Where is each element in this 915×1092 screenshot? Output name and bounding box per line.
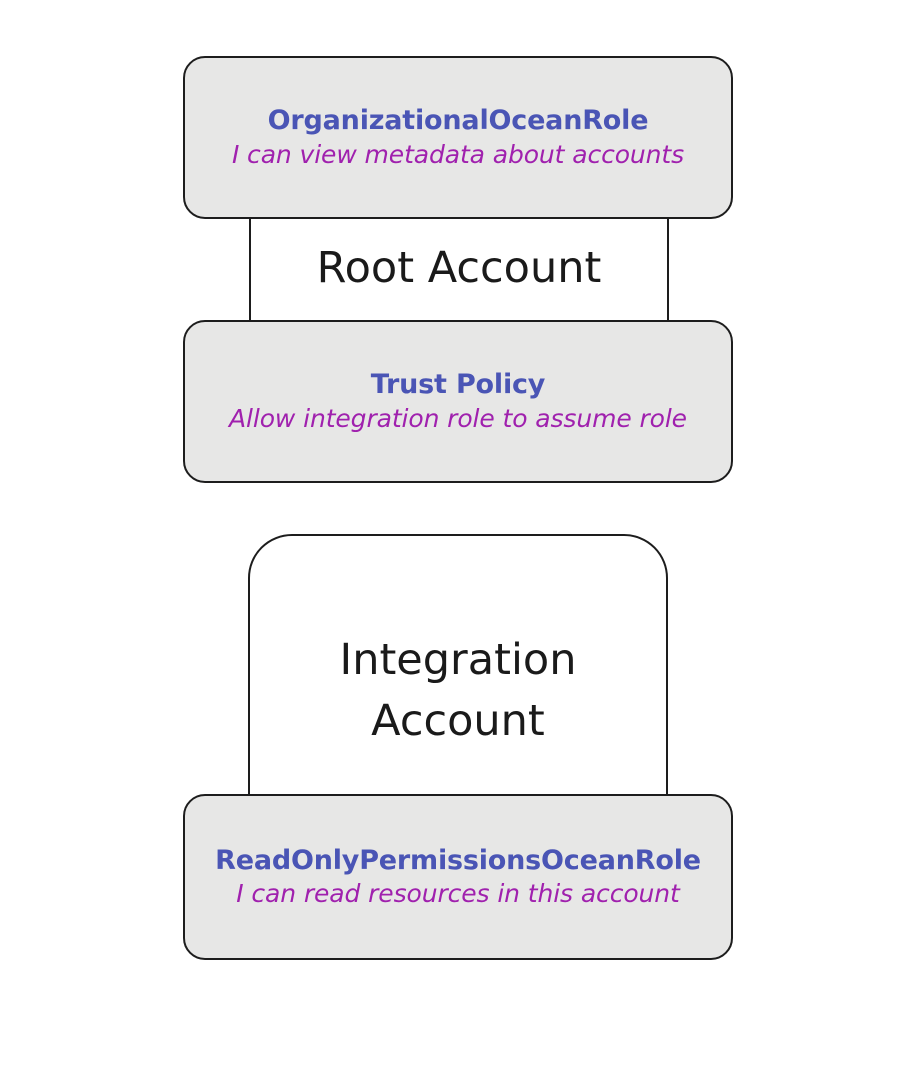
trust-policy-box[interactable]: Trust Policy Allow integration role to a… xyxy=(183,320,733,483)
organizational-ocean-role-subtitle: I can view metadata about accounts xyxy=(231,139,685,169)
readonly-permissions-ocean-role-box[interactable]: ReadOnlyPermissionsOceanRole I can read … xyxy=(183,794,733,960)
root-account-label: Root Account xyxy=(316,242,602,293)
readonly-permissions-ocean-role-title: ReadOnlyPermissionsOceanRole xyxy=(215,844,701,876)
trust-policy-title: Trust Policy xyxy=(370,369,546,401)
integration-account-label-line2: Account xyxy=(371,696,545,746)
integration-account-label: Integration Account xyxy=(340,630,577,752)
integration-account-container: Integration Account xyxy=(248,534,668,796)
root-account-container: Root Account xyxy=(249,219,669,322)
trust-policy-subtitle: Allow integration role to assume role xyxy=(229,403,687,433)
organizational-ocean-role-box[interactable]: OrganizationalOceanRole I can view metad… xyxy=(183,56,733,219)
readonly-permissions-ocean-role-subtitle: I can read resources in this account xyxy=(236,879,680,909)
integration-account-label-line1: Integration xyxy=(339,634,577,685)
organizational-ocean-role-title: OrganizationalOceanRole xyxy=(267,105,649,137)
